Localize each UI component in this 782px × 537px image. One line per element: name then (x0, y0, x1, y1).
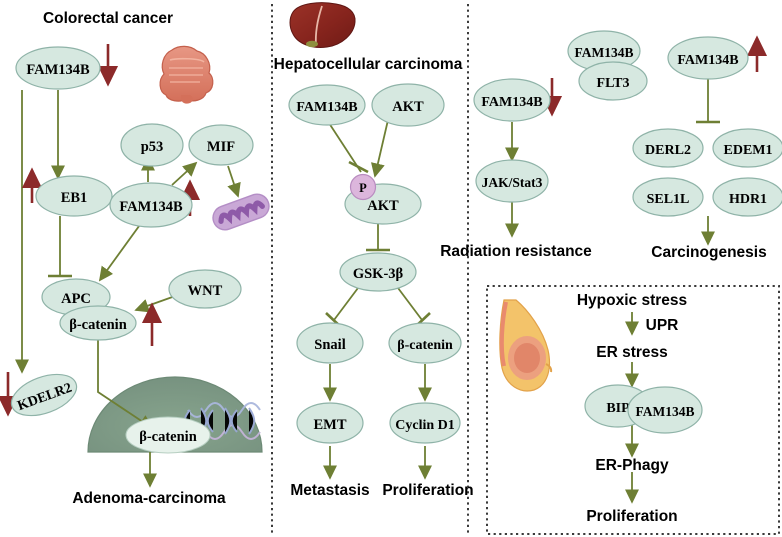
node-label: WNT (188, 283, 223, 299)
node-label: Snail (314, 337, 345, 353)
node-crc-p53[interactable]: p53 (120, 123, 184, 167)
node-label: FAM134B (296, 100, 357, 115)
node-label: DERL2 (645, 143, 691, 158)
breast-icon (499, 299, 553, 392)
node-hcc-cyclind1[interactable]: Cyclin D1 (389, 402, 461, 444)
breast-panel-box (486, 285, 780, 535)
node-rad-jakstat3[interactable]: JAK/Stat3 (475, 159, 549, 203)
node-hcc-gsk3b[interactable]: GSK-3β (339, 252, 417, 292)
breast-step-hypoxic-stress: Hypoxic stress (577, 292, 687, 309)
heading-hepatocellular: Hepatocellular carcinoma (274, 56, 463, 73)
edges-hcc (322, 119, 433, 480)
node-rad-fam134b[interactable]: FAM134B (473, 78, 551, 122)
outcome-adenoma-carcinoma: Adenoma-carcinoma (72, 490, 226, 507)
outcome-carcinogenesis: Carcinogenesis (651, 244, 766, 261)
outcome-metastasis: Metastasis (290, 482, 369, 499)
node-label: β-catenin (139, 429, 197, 445)
node-label: FAM134B (575, 45, 634, 60)
node-label: BIP (606, 401, 630, 416)
node-label: FAM134B (677, 53, 738, 68)
mitochondria-icon (212, 193, 270, 231)
node-label: MIF (207, 139, 235, 155)
node-hcc-fam134b[interactable]: FAM134B (288, 84, 366, 126)
node-label: APC (61, 291, 91, 307)
edges-colorectal (0, 44, 241, 488)
node-erad-sel1l[interactable]: SEL1L (632, 177, 704, 217)
edges-erad (696, 35, 768, 246)
node-label: P (359, 181, 367, 195)
node-hcc-snail[interactable]: Snail (296, 322, 364, 364)
node-erad-fam134b[interactable]: FAM134B (667, 36, 749, 80)
node-label: GSK-3β (353, 266, 404, 282)
node-label: AKT (367, 198, 399, 214)
node-flt3-flt3[interactable]: FLT3 (578, 61, 648, 101)
node-erad-hdr1[interactable]: HDR1 (712, 177, 782, 217)
node-crc-wnt[interactable]: WNT (168, 269, 242, 309)
node-label: AKT (392, 99, 424, 115)
node-label: SEL1L (647, 192, 690, 207)
node-breast-fam134b[interactable]: FAM134B (627, 386, 703, 434)
breast-step-er-stress: ER stress (596, 344, 668, 361)
node-hcc-bcatenin[interactable]: β-catenin (388, 322, 462, 364)
node-label: HDR1 (729, 192, 767, 207)
dna-helix-icon (183, 402, 261, 440)
node-crc-eb1[interactable]: EB1 (35, 175, 113, 217)
node-crc-bcatenin[interactable]: β-catenin (59, 305, 137, 341)
intestine-icon (159, 45, 214, 104)
node-label: β-catenin (397, 338, 453, 353)
breast-step-er-phagy: ER-Phagy (595, 457, 669, 474)
node-label: FAM134B (636, 404, 695, 419)
breast-edge-label-upr: UPR (646, 317, 679, 334)
node-label: FAM134B (26, 62, 90, 78)
node-label: JAK/Stat3 (482, 175, 543, 190)
node-label: EB1 (61, 190, 88, 206)
node-crc-kdelr2[interactable]: KDELR2 (6, 366, 82, 423)
node-erad-derl2[interactable]: DERL2 (632, 128, 704, 168)
node-crc-fam134b-top[interactable]: FAM134B (15, 46, 101, 90)
node-label: EMT (313, 417, 346, 433)
edges-radiation (504, 78, 563, 238)
node-label: β-catenin (69, 317, 127, 333)
node-crc-fam134b-mid[interactable]: FAM134B (109, 182, 193, 228)
node-label: FLT3 (597, 76, 630, 91)
node-crc-bcatenin-nuclear[interactable]: β-catenin (125, 416, 211, 454)
node-label: EDEM1 (724, 143, 773, 158)
node-label: Cyclin D1 (395, 418, 455, 433)
node-label: p53 (141, 139, 164, 155)
node-hcc-emt[interactable]: EMT (296, 402, 364, 444)
liver-icon (289, 2, 356, 48)
heading-colorectal: Colorectal cancer (43, 10, 173, 27)
node-label: FAM134B (119, 199, 183, 215)
node-erad-edem1[interactable]: EDEM1 (712, 128, 782, 168)
node-label: FAM134B (481, 95, 542, 110)
outcome-proliferation-hcc: Proliferation (382, 482, 473, 499)
node-hcc-phospho[interactable]: P (349, 173, 377, 201)
node-flt3-fam134b[interactable]: FAM134B (567, 30, 641, 72)
node-crc-mif[interactable]: MIF (188, 124, 254, 166)
node-hcc-akt[interactable]: AKT (371, 83, 445, 127)
breast-step-proliferation: Proliferation (586, 508, 677, 525)
outcome-radiation-resistance: Radiation resistance (440, 243, 592, 260)
